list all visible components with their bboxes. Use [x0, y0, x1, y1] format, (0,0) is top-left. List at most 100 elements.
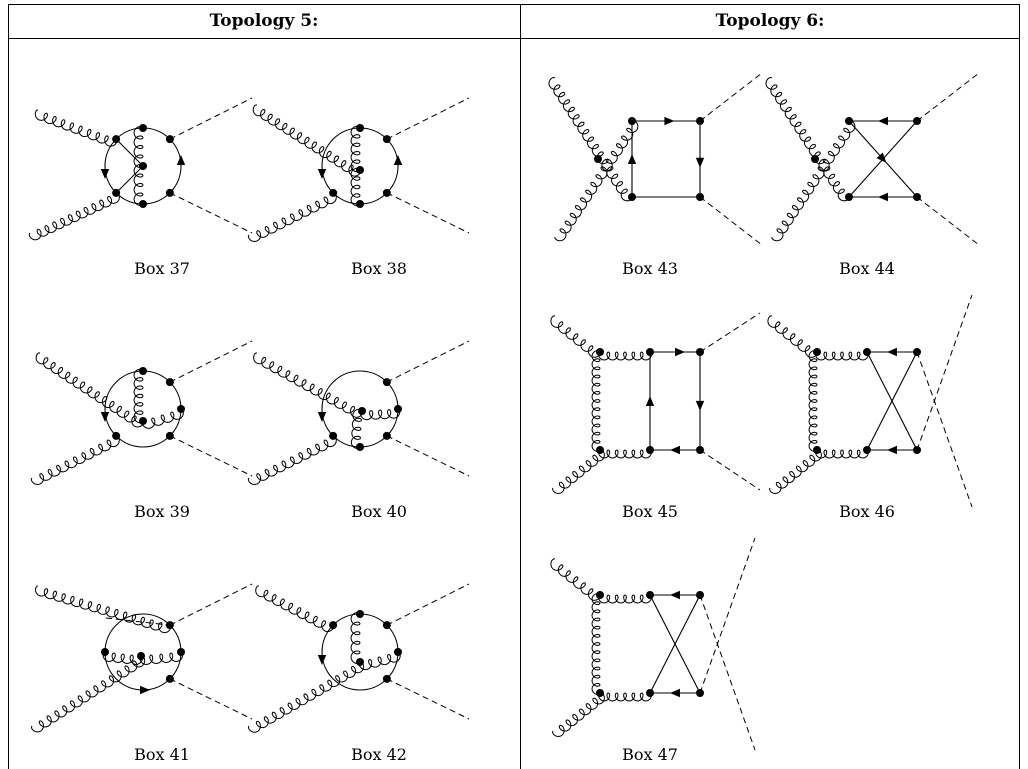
gluon-line	[30, 435, 120, 486]
fermion-arrow	[887, 445, 897, 455]
gluon-line	[350, 612, 361, 664]
vertex-dot	[596, 348, 604, 356]
vertex-dot	[382, 431, 391, 440]
gluon-line	[253, 352, 364, 418]
scalar-line	[169, 192, 253, 234]
scalar-line	[699, 72, 763, 122]
gluon-line	[133, 368, 144, 424]
gluon-line	[765, 76, 850, 202]
gluon-line	[591, 350, 601, 452]
fermion-arrow	[878, 192, 888, 202]
gluon-line	[247, 661, 365, 733]
scalar-line	[105, 617, 170, 626]
scalar-line	[169, 583, 253, 626]
vertex-dot	[394, 405, 402, 413]
fermion-arrow	[176, 155, 186, 165]
vertex-dot	[382, 378, 391, 387]
scalar-line	[169, 678, 253, 720]
vertex-dot	[382, 674, 391, 683]
vertex-dot	[646, 591, 654, 599]
diagram-label-box-45: Box 45	[622, 502, 678, 521]
gluon-line	[769, 449, 822, 495]
gluon-line	[30, 655, 146, 733]
vertex-dot	[913, 117, 921, 125]
fermion-arrow	[878, 116, 888, 126]
vertex-dot	[356, 443, 364, 451]
fermion-arrow	[140, 685, 150, 695]
vertex-dot	[139, 367, 147, 375]
feynman-diagram-box-38	[247, 97, 470, 243]
fermion-arrow	[317, 655, 327, 665]
vertex-dot	[356, 658, 364, 666]
vertex-dot	[596, 591, 604, 599]
scalar-line	[169, 340, 253, 383]
vertex-dot	[165, 621, 174, 630]
vertex-dot	[594, 155, 602, 163]
vertex-dot	[329, 431, 338, 440]
vertex-dot	[165, 135, 174, 144]
fermion-line	[649, 594, 701, 694]
gluon-line	[767, 315, 818, 358]
gluon-line	[102, 651, 143, 665]
fermion-arrow	[645, 396, 655, 406]
vertex-dot	[177, 405, 185, 413]
gluon-line	[28, 192, 120, 241]
gluon-line	[808, 350, 818, 452]
vertex-dot	[139, 162, 147, 170]
scalar-line	[386, 678, 470, 720]
gluon-line	[247, 435, 337, 486]
gluon-line	[133, 126, 144, 168]
gluon-line	[34, 109, 118, 147]
vertex-dot	[358, 407, 366, 415]
scalar-line	[386, 192, 470, 234]
vertex-dot	[177, 648, 185, 656]
vertex-dot	[913, 348, 921, 356]
vertex-dot	[646, 446, 654, 454]
gluon-line	[35, 352, 145, 428]
feynman-diagram-box-41	[30, 583, 253, 733]
gluon-line	[139, 651, 184, 665]
scalar-line	[386, 97, 470, 140]
vertex-dot	[165, 431, 174, 440]
gluon-line	[360, 408, 401, 421]
feynman-diagram-box-46	[767, 294, 973, 508]
scalar-line	[386, 340, 470, 383]
vertex-dot	[696, 348, 704, 356]
vertex-dot	[101, 648, 109, 656]
fermion-arrow	[317, 169, 327, 179]
vertex-dot	[913, 446, 921, 454]
vertex-dot	[845, 117, 853, 125]
vertex-dot	[382, 188, 391, 197]
gluon-line	[350, 125, 361, 173]
scalar-line	[699, 196, 763, 246]
gluon-line	[548, 76, 633, 202]
vertex-dot	[356, 200, 364, 208]
gluon-line	[771, 119, 856, 242]
gluon-line	[598, 594, 652, 604]
vertex-dot	[596, 689, 604, 697]
fermion-line	[115, 165, 144, 194]
diagram-label-box-43: Box 43	[622, 259, 678, 278]
vertex-dot	[137, 652, 145, 660]
gluon-line	[815, 449, 869, 459]
vertex-dot	[112, 431, 121, 440]
vertex-dot	[696, 591, 704, 599]
scalar-line	[916, 294, 973, 451]
gluon-line	[815, 351, 869, 361]
feynman-diagram-box-47	[550, 537, 756, 751]
fermion-line	[866, 351, 918, 451]
vertex-dot	[112, 188, 121, 197]
diagram-label-box-37: Box 37	[134, 259, 190, 278]
vertex-dot	[646, 689, 654, 697]
fermion-arrow	[695, 400, 705, 411]
vertex-dot	[394, 648, 402, 656]
gluon-line	[358, 651, 401, 671]
vertex-dot	[329, 621, 338, 630]
diagram-label-box-42: Box 42	[351, 745, 407, 764]
diagram-label-box-46: Box 46	[839, 502, 895, 521]
fermion-arrow	[100, 169, 110, 179]
scalar-line	[699, 312, 761, 353]
diagram-label-box-40: Box 40	[351, 502, 407, 521]
fermion-arrow	[675, 347, 685, 357]
fermion-arrow	[664, 116, 675, 126]
